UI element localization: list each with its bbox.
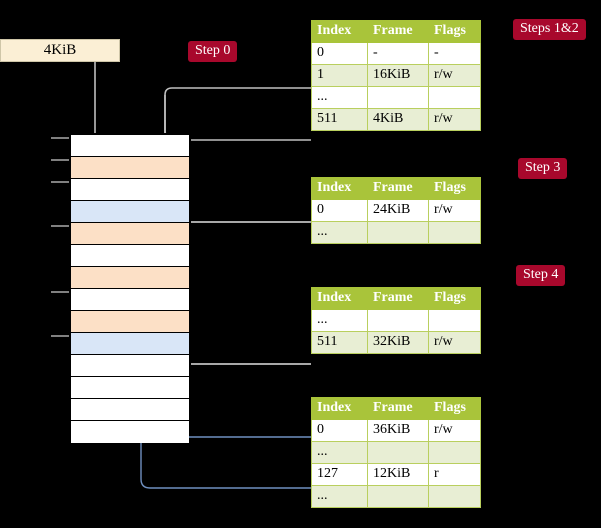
- table-cell: ...: [311, 309, 368, 332]
- table-cell: [428, 441, 481, 464]
- table-cell: 16KiB: [367, 64, 429, 87]
- table-row: ...: [311, 86, 481, 109]
- column-header-flags: Flags: [428, 287, 481, 310]
- memory-grid-row: [71, 245, 189, 267]
- badge-step-0: Step 0: [188, 41, 238, 62]
- column-header-frame: Frame: [367, 397, 429, 420]
- table-row: ...: [311, 309, 481, 332]
- memory-grid-row: [71, 267, 189, 289]
- memory-grid-row: [71, 421, 189, 443]
- column-header-index: Index: [311, 20, 368, 43]
- table-cell: ...: [311, 441, 368, 464]
- memory-grid-row: [71, 179, 189, 201]
- column-header-flags: Flags: [428, 397, 481, 420]
- table-cell: ...: [311, 485, 368, 508]
- table-cell: 32KiB: [367, 331, 429, 354]
- table-cell: 0: [311, 42, 368, 65]
- grid-tick: [51, 225, 69, 227]
- table-cell: 511: [311, 108, 368, 131]
- column-header-flags: Flags: [428, 20, 481, 43]
- wire-table3-into-grid: [169, 305, 311, 365]
- table-cell: ...: [311, 86, 368, 109]
- frame-size-box: 4KiB: [0, 39, 120, 62]
- column-header-index: Index: [311, 287, 368, 310]
- table-cell: [367, 441, 429, 464]
- table-cell: r/w: [428, 199, 481, 222]
- table-cell: r: [428, 463, 481, 486]
- table-cell: r/w: [428, 331, 481, 354]
- badge-step-3: Step 3: [518, 158, 568, 179]
- table-cell: -: [367, 42, 429, 65]
- memory-grid-row: [71, 377, 189, 399]
- table-cell: 1: [311, 64, 368, 87]
- table-row: ...: [311, 221, 481, 244]
- table-cell: 0: [311, 199, 368, 222]
- table-cell: [428, 86, 481, 109]
- wire-table4-row127-to-grid: [132, 214, 311, 489]
- table-cell: [367, 221, 429, 244]
- memory-grid: [69, 133, 191, 443]
- memory-grid-row: [71, 223, 189, 245]
- table-row: ...: [311, 441, 481, 464]
- table-cell: r/w: [428, 419, 481, 442]
- table-cell: 36KiB: [367, 419, 429, 442]
- column-header-flags: Flags: [428, 177, 481, 200]
- table-cell: -: [428, 42, 481, 65]
- memory-grid-row: [71, 311, 189, 333]
- column-header-frame: Frame: [367, 20, 429, 43]
- column-header-frame: Frame: [367, 177, 429, 200]
- table-cell: [367, 309, 429, 332]
- table-cell: ...: [311, 221, 368, 244]
- table-cell: [428, 485, 481, 508]
- column-header-index: Index: [311, 397, 368, 420]
- wire-table2-into-grid: [175, 221, 311, 250]
- table-cell: 127: [311, 463, 368, 486]
- table-cell: 12KiB: [367, 463, 429, 486]
- table-cell: 0: [311, 419, 368, 442]
- table-cell: 4KiB: [367, 108, 429, 131]
- memory-grid-row: [71, 333, 189, 355]
- grid-tick: [51, 291, 69, 293]
- memory-grid-row: [71, 135, 189, 157]
- grid-tick: [51, 159, 69, 161]
- table-cell: r/w: [428, 108, 481, 131]
- table-cell: [367, 86, 429, 109]
- badge-steps-1-2: Steps 1&2: [513, 19, 586, 40]
- table-cell: [367, 485, 429, 508]
- memory-grid-row: [71, 289, 189, 311]
- table-row: ...: [311, 485, 481, 508]
- table-cell: [428, 309, 481, 332]
- memory-grid-row: [71, 201, 189, 223]
- table-row: 0--: [311, 42, 481, 65]
- grid-tick: [51, 335, 69, 337]
- memory-grid-row: [71, 355, 189, 377]
- table-cell: 511: [311, 331, 368, 354]
- grid-tick: [51, 137, 69, 139]
- table-cell: 24KiB: [367, 199, 429, 222]
- table-cell: r/w: [428, 64, 481, 87]
- column-header-frame: Frame: [367, 287, 429, 310]
- grid-tick: [51, 181, 69, 183]
- column-header-index: Index: [311, 177, 368, 200]
- memory-grid-row: [71, 399, 189, 421]
- table-cell: [428, 221, 481, 244]
- badge-step-4: Step 4: [516, 265, 566, 286]
- memory-grid-row: [71, 157, 189, 179]
